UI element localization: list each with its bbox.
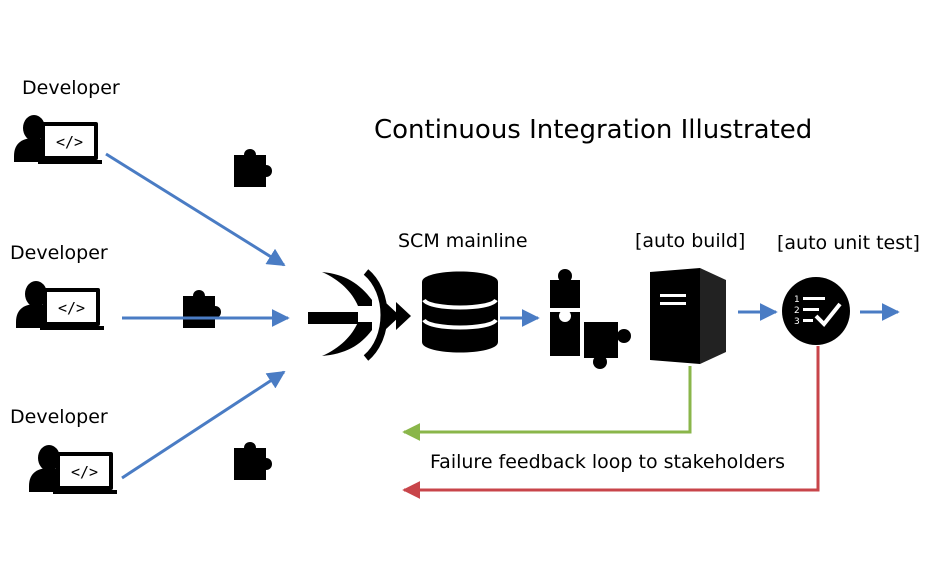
scm-mainline-label: SCM mainline: [398, 230, 528, 252]
svg-text:1: 1: [794, 295, 800, 305]
checklist-icon: 1 2 3: [782, 277, 850, 345]
puzzle-piece-icon: [234, 149, 272, 187]
developer-label-1: Developer: [22, 77, 120, 99]
auto-unit-test-label: [auto unit test]: [777, 232, 920, 254]
diagram-title: Continuous Integration Illustrated: [374, 115, 813, 145]
auto-build-label: [auto build]: [635, 230, 746, 252]
puzzle-piece-icon: [183, 290, 221, 328]
developer-label-2: Developer: [10, 242, 108, 264]
svg-text:2: 2: [794, 306, 800, 316]
developer-laptop-icon: [16, 281, 104, 330]
svg-text:3: 3: [794, 317, 800, 327]
developer-label-3: Developer: [10, 406, 108, 428]
build-feedback-arrow: [402, 366, 692, 441]
puzzle-piece-icon: [234, 442, 272, 480]
database-icon: [422, 271, 498, 353]
server-icon: [650, 268, 726, 364]
puzzle-piece-icon: [550, 269, 631, 369]
merge-funnel-icon: [308, 269, 411, 361]
feedback-loop-label: Failure feedback loop to stakeholders: [430, 451, 786, 473]
commit-arrow: [121, 370, 286, 480]
developer-laptop-icon: [29, 445, 117, 494]
commit-arrow: [105, 152, 286, 267]
developer-laptop-icon: [14, 115, 102, 164]
test-feedback-arrow: [402, 346, 820, 499]
